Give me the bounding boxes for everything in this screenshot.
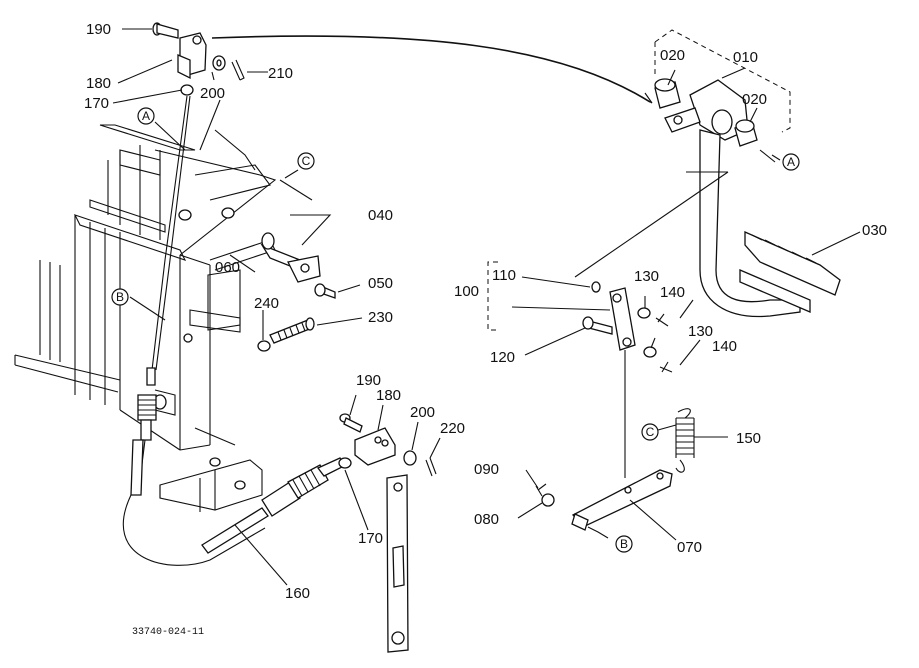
- lever-arm: [386, 474, 409, 653]
- part-label-140a: 140: [660, 284, 685, 301]
- part-label-050: 050: [368, 275, 393, 292]
- part-label-160: 160: [285, 585, 310, 602]
- drawing-reference: 33740-024-11: [132, 627, 204, 638]
- part-labels: 190 180 200 210 170 010 020 020 030 040 …: [84, 21, 887, 602]
- part-label-200a: 200: [200, 85, 225, 102]
- nut-240: [257, 340, 271, 352]
- svg-text:C: C: [646, 425, 655, 439]
- part-label-220: 220: [440, 420, 465, 437]
- leader-lines: [112, 28, 861, 586]
- part-label-060: 060: [215, 259, 240, 276]
- ref-marker-c2: C: [641, 423, 659, 441]
- part-label-110: 110: [492, 267, 516, 284]
- washer-200-lower: [403, 450, 417, 466]
- part-label-010: 010: [733, 49, 758, 66]
- part-label-170a: 170: [84, 95, 109, 112]
- part-label-090: 090: [474, 461, 499, 478]
- part-label-120: 120: [490, 349, 515, 366]
- part-label-190b: 190: [356, 372, 381, 389]
- cable-upper: [151, 95, 188, 371]
- bolt-120: [582, 316, 613, 335]
- svg-text:A: A: [787, 155, 795, 169]
- link-plate: [609, 287, 636, 351]
- ref-marker-a1: A: [137, 107, 155, 125]
- part-label-020b: 020: [742, 91, 767, 108]
- part-label-180b: 180: [376, 387, 401, 404]
- cotter-pin-220: [425, 457, 437, 477]
- pin-190-lower: [339, 413, 363, 433]
- part-label-170b: 170: [358, 530, 383, 547]
- ref-marker-b1: B: [111, 288, 129, 306]
- washer-200-top-hole: [216, 59, 222, 67]
- part-label-040: 040: [368, 207, 393, 224]
- ref-marker-b2: B: [615, 535, 633, 553]
- svg-text:B: B: [116, 290, 124, 304]
- bushing-020-left: [654, 78, 681, 109]
- cable-connector-top: [199, 99, 221, 151]
- rod-070: [571, 469, 673, 531]
- clip-140-lower: [659, 361, 673, 373]
- bolt-050: [314, 283, 336, 299]
- bushing-020-right: [734, 119, 758, 147]
- frame-assembly: [14, 124, 277, 512]
- cotter-pin-210: [231, 59, 245, 81]
- part-label-150: 150: [736, 430, 761, 447]
- cable-connector-top-2: [214, 129, 256, 171]
- part-label-130b: 130: [688, 323, 713, 340]
- nut-170-top: [180, 84, 194, 96]
- clevis-180-top: [177, 32, 207, 80]
- part-label-230: 230: [368, 309, 393, 326]
- part-label-130a: 130: [634, 268, 659, 285]
- pedal-assembly: [664, 79, 841, 318]
- ref-marker-a2: A: [782, 153, 800, 171]
- bolt-230: [269, 317, 315, 344]
- part-label-180a: 180: [86, 75, 111, 92]
- cable-upper-2: [155, 95, 191, 371]
- washer-130-upper: [637, 307, 651, 319]
- dashed-group-100: [487, 261, 498, 331]
- clevis-180-lower: [354, 427, 396, 466]
- svg-text:B: B: [620, 537, 628, 551]
- dashed-group-010: [654, 29, 791, 133]
- clip-090: [535, 483, 547, 497]
- clip-140-upper: [655, 313, 669, 327]
- ref-marker-c1: C: [297, 152, 315, 170]
- spring-150: [675, 408, 695, 473]
- part-label-190a: 190: [86, 21, 111, 38]
- cable-assembly-160: [122, 367, 345, 566]
- part-label-030: 030: [862, 222, 887, 239]
- part-label-140b: 140: [712, 338, 737, 355]
- nut-170-lower: [338, 457, 352, 469]
- part-label-240: 240: [254, 295, 279, 312]
- svg-text:A: A: [142, 109, 150, 123]
- part-label-070: 070: [677, 539, 702, 556]
- part-label-100: 100: [454, 283, 479, 300]
- part-label-020a: 020: [660, 47, 685, 64]
- part-label-210: 210: [268, 65, 293, 82]
- pin-110: [591, 281, 601, 293]
- pin-190-top: [152, 22, 179, 39]
- svg-text:C: C: [302, 154, 311, 168]
- washer-130-lower: [643, 346, 657, 358]
- part-label-080: 080: [474, 511, 499, 528]
- part-label-200b: 200: [410, 404, 435, 421]
- rod-040: [260, 232, 321, 283]
- washer-080: [541, 493, 555, 507]
